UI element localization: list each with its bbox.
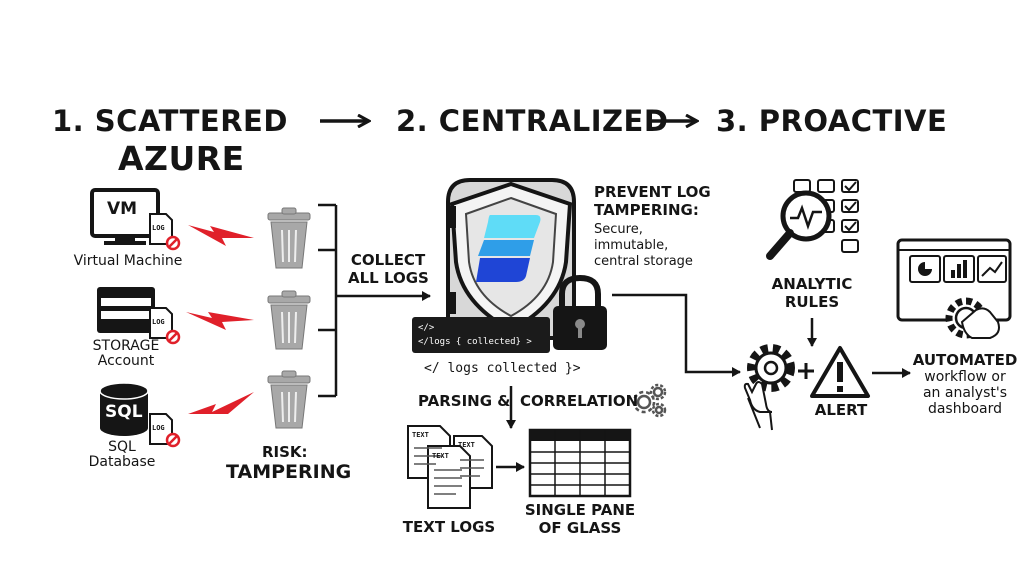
gear-hand-icon: [743, 344, 795, 431]
log-tag-vm: LOG: [152, 224, 165, 232]
single-pane-table-icon: [528, 428, 632, 498]
collect-bracket: [318, 203, 338, 398]
doc-tag-3: TEXT: [432, 452, 449, 460]
parsing-label: PARSING &: [418, 392, 511, 410]
collect-label-line1: COLLECT: [350, 251, 426, 269]
gears-icon: [632, 383, 667, 418]
azure-logo-icon: [476, 215, 541, 282]
log-tag-storage: LOG: [152, 318, 165, 326]
terminal-line2: </logs { collected} >: [418, 337, 532, 347]
sql-label-line1: SQL: [108, 439, 136, 455]
alert-warning-icon: [810, 346, 870, 398]
doc-tag-1: TEXT: [412, 431, 429, 439]
sql-icon-text: SQL: [105, 402, 143, 422]
trash-bin-icon: [267, 370, 311, 429]
analytic-rules-icon: [766, 179, 859, 260]
analytic-rules-line2: RULES: [784, 293, 840, 311]
heading-scattered: 1. SCATTERED: [52, 104, 288, 138]
collect-label-line2: ALL LOGS: [348, 269, 429, 287]
single-pane-line2: OF GLASS: [538, 519, 622, 537]
trash-bin-icon: [267, 290, 311, 350]
red-lightning-icon: [188, 392, 254, 414]
vm-icon-text: VM: [107, 199, 138, 219]
dashboard-icon: [896, 238, 1012, 339]
prevent-line1: PREVENT LOG: [594, 183, 711, 201]
text-log-documents-icon: [407, 425, 493, 509]
correlation-label: CORRELATION: [520, 392, 639, 410]
storage-label-line1: STORAGE: [92, 338, 160, 354]
alert-label: ALERT: [814, 401, 868, 419]
single-pane-line1: SINGLE PANE: [524, 501, 636, 519]
sql-database-icon: [99, 382, 149, 436]
automated-line4: dashboard: [927, 401, 1003, 417]
prevent-line4: immutable,: [594, 238, 669, 253]
log-tag-sql: LOG: [152, 424, 165, 432]
risk-label: RISK:: [262, 443, 308, 461]
terminal-line1: </>: [418, 323, 435, 333]
log-file-icon: [149, 307, 181, 345]
automated-line3: an analyst's: [922, 385, 1008, 401]
storage-account-icon: [97, 287, 155, 333]
heading-centralized: 2. CENTRALIZED: [396, 104, 669, 138]
automated-line2: workflow or: [924, 369, 1006, 385]
plus-icon: [798, 363, 814, 379]
vault-to-alert-connector: [612, 293, 741, 377]
doc-tag-2: TEXT: [458, 441, 475, 449]
heading-proactive: 3. PROACTIVE: [716, 104, 948, 138]
red-lightning-icon: [188, 225, 254, 246]
log-file-icon: [149, 413, 181, 448]
log-file-icon: [149, 213, 181, 251]
analytic-rules-line1: ANALYTIC: [771, 275, 853, 293]
storage-label-line2: Account: [97, 353, 155, 369]
text-logs-label: TEXT LOGS: [402, 518, 496, 536]
automated-line1: AUTOMATED: [912, 351, 1018, 369]
heading-azure: AZURE: [118, 139, 245, 178]
trash-bin-icon: [267, 207, 311, 269]
red-lightning-icon: [186, 312, 254, 330]
prevent-line3: Secure,: [594, 222, 643, 237]
prevent-line5: central storage: [594, 254, 693, 269]
prevent-line2: TAMPERING:: [594, 201, 699, 219]
terminal-strip: [412, 317, 550, 353]
sql-label-line2: Database: [88, 454, 156, 470]
padlock-icon: [553, 274, 607, 350]
risk-tampering-label: TAMPERING: [226, 461, 352, 483]
virtual-machine-label: Virtual Machine: [73, 253, 183, 269]
logs-collected-caption: </ logs collected }>: [424, 361, 581, 376]
